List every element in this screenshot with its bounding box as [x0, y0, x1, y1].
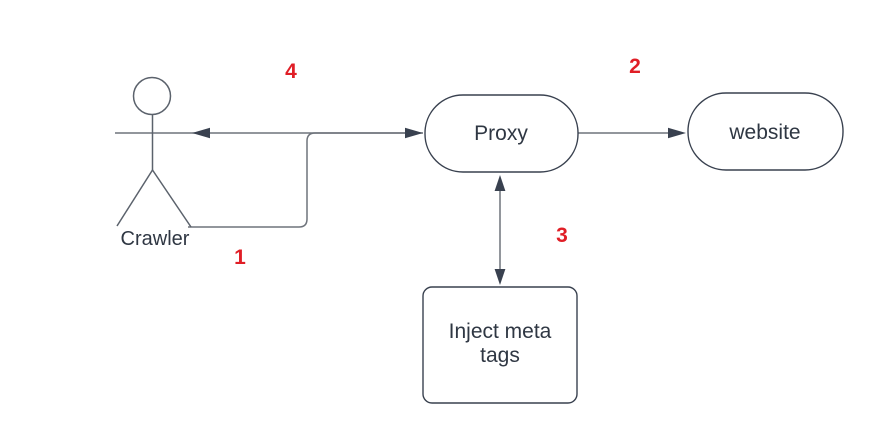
arrowhead-left-icon — [192, 127, 210, 139]
inject-meta-tags-shape — [422, 286, 578, 404]
proxy-label: Proxy — [474, 122, 528, 145]
step-number-2: 2 — [629, 55, 641, 78]
arrowhead-right-icon — [405, 127, 423, 139]
proxy-shape — [424, 94, 579, 173]
actor-head — [132, 76, 172, 116]
inject-meta-tags-label-line2: tags — [480, 344, 520, 367]
step-number-4: 4 — [285, 60, 297, 83]
crawler-label: Crawler — [121, 228, 190, 250]
arrowhead-right-icon — [668, 127, 686, 139]
website-shape — [687, 92, 844, 171]
actor-right-leg — [151, 169, 192, 228]
connector-elbow-line — [188, 132, 410, 228]
inject-meta-tags-node: Inject meta tags — [422, 286, 578, 404]
arrowhead-up-icon — [494, 175, 506, 191]
website-node: website — [687, 92, 844, 171]
step-number-3: 3 — [556, 224, 568, 247]
website-label: website — [728, 121, 800, 144]
arrowhead-down-icon — [494, 269, 506, 285]
inject-meta-tags-label-line1: Inject meta — [449, 320, 552, 343]
proxy-node: Proxy — [424, 94, 579, 173]
connector-proxy-to-website — [578, 127, 686, 139]
crawler-actor: Crawler — [116, 76, 192, 250]
actor-left-leg — [116, 169, 154, 227]
step-number-1: 1 — [234, 246, 246, 269]
connector-crawler-to-proxy — [188, 127, 423, 228]
connector-proxy-to-inject — [494, 175, 506, 285]
